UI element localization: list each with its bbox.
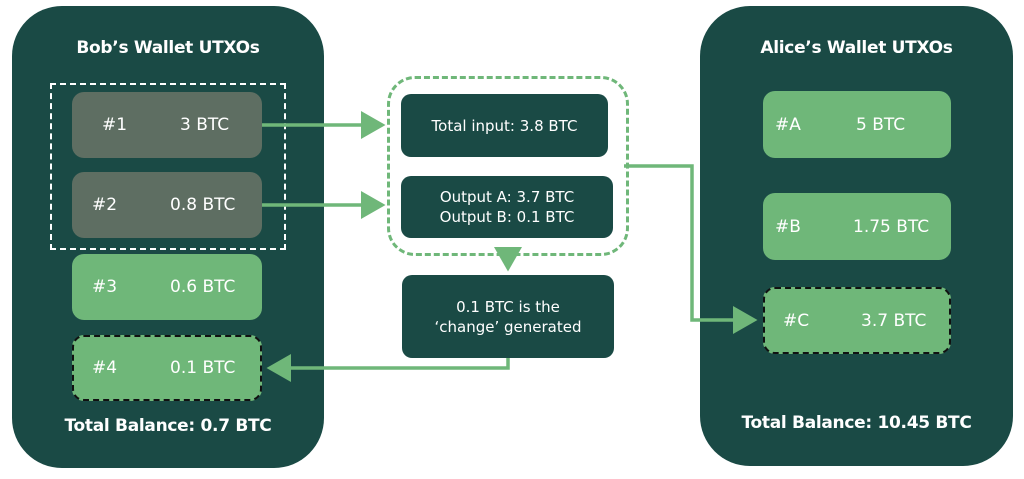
alice-wallet-title: Alice’s Wallet UTXOs [760, 38, 953, 58]
utxo-id: #B [775, 216, 801, 237]
utxo-amount: 3 BTC [180, 115, 230, 135]
total-input-box: Total input: 3.8 BTC [401, 94, 608, 157]
utxo-id: #4 [92, 358, 118, 378]
alice-utxo-c[interactable]: #C 3.7 BTC [763, 287, 951, 354]
change-box: 0.1 BTC is the ‘change’ generated [402, 275, 614, 358]
output-b-label: Output B: 0.1 BTC [439, 208, 575, 226]
total-input-label: Total input: 3.8 BTC [431, 116, 578, 135]
utxo-id: #2 [92, 195, 118, 215]
spent-inputs-selection [50, 83, 286, 250]
alice-utxo-a[interactable]: #A 5 BTC [763, 91, 951, 158]
utxo-amount: 3.7 BTC [861, 310, 927, 331]
outputs-box: Output A: 3.7 BTC Output B: 0.1 BTC [401, 176, 613, 238]
bob-utxo-2[interactable]: #2 0.8 BTC [72, 172, 262, 238]
output-a-label: Output A: 3.7 BTC [439, 188, 575, 206]
bob-utxo-1[interactable]: #1 3 BTC [72, 92, 262, 158]
bob-wallet-title: Bob’s Wallet UTXOs [76, 38, 260, 58]
utxo-amount: 1.75 BTC [853, 216, 930, 237]
utxo-id: #1 [102, 115, 128, 135]
utxo-amount: 0.6 BTC [170, 277, 236, 297]
change-line-1: 0.1 BTC is the [456, 297, 560, 316]
alice-total-balance: Total Balance: 10.45 BTC [741, 413, 972, 433]
utxo-amount: 0.1 BTC [170, 358, 236, 378]
change-line-2: ‘change’ generated [434, 317, 582, 336]
utxo-id: #3 [92, 277, 118, 297]
utxo-amount: 0.8 BTC [170, 195, 236, 215]
alice-utxo-b[interactable]: #B 1.75 BTC [763, 193, 951, 260]
utxo-amount: 5 BTC [856, 114, 906, 135]
utxo-id: #C [783, 310, 810, 331]
bob-utxo-3[interactable]: #3 0.6 BTC [72, 254, 262, 320]
bob-total-balance: Total Balance: 0.7 BTC [64, 416, 272, 436]
utxo-id: #A [775, 114, 801, 135]
bob-utxo-4[interactable]: #4 0.1 BTC [72, 335, 262, 401]
